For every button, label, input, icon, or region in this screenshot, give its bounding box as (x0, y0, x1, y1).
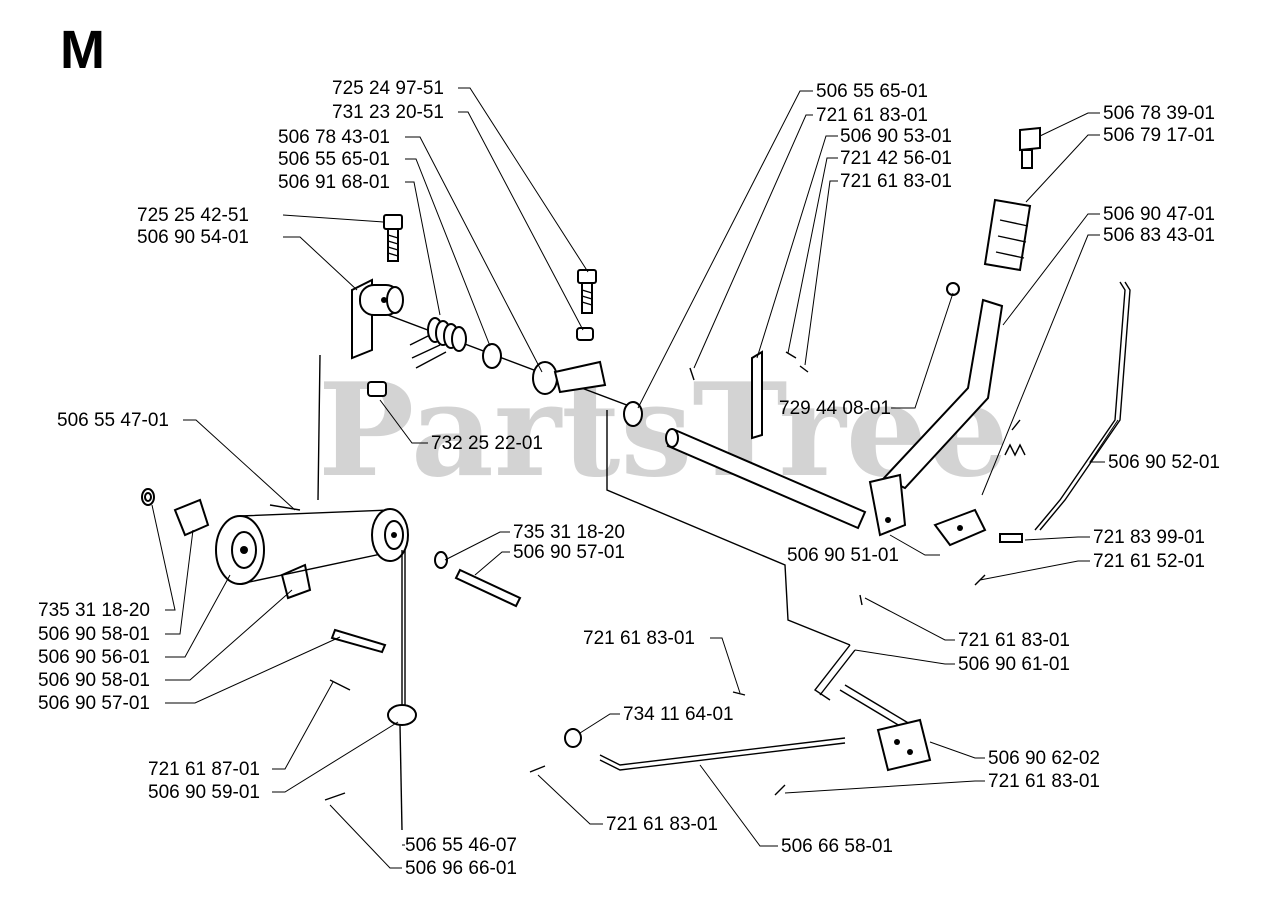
pulley-part (141, 488, 387, 654)
callout-c34: 734 11 64-01 (623, 704, 734, 725)
callout-c26: 735 31 18-20 (38, 600, 150, 621)
callout-c13: 506 78 39-01 (1103, 103, 1215, 124)
callout-c32: 721 61 83-01 (958, 630, 1070, 651)
bracket-part (351, 278, 404, 360)
bushing-part (623, 401, 643, 427)
callout-c19: 506 55 47-01 (57, 410, 169, 431)
callout-c27: 506 90 58-01 (38, 624, 150, 645)
callout-c42: 506 66 58-01 (781, 836, 893, 857)
parts-drawing (141, 126, 1131, 831)
section-letter: M (60, 20, 105, 80)
belt-part (239, 509, 401, 585)
callout-c15: 506 90 47-01 (1103, 204, 1215, 225)
plate-part (933, 508, 1023, 586)
knob-part (1019, 126, 1041, 169)
pulley-part (371, 508, 522, 608)
callout-c29: 506 90 58-01 (38, 670, 150, 691)
callout-c22: 506 90 57-01 (513, 542, 625, 563)
callout-c17: 729 44 08-01 (779, 398, 891, 419)
callout-c18: 732 25 22-01 (431, 433, 543, 454)
callout-c30: 506 90 57-01 (38, 693, 150, 714)
callout-c11: 721 42 56-01 (840, 148, 952, 169)
callout-c31: 721 61 83-01 (583, 628, 695, 649)
clip-part (324, 792, 346, 801)
callout-c5: 506 91 68-01 (278, 172, 390, 193)
bushing-part (482, 343, 502, 369)
shaft-part (665, 428, 867, 530)
chain-part (399, 724, 403, 831)
bushing-part (532, 361, 558, 395)
pin-part (689, 350, 809, 440)
callout-c16: 506 83 43-01 (1103, 225, 1215, 246)
callout-c7: 506 90 54-01 (137, 227, 249, 248)
callout-c36: 506 90 59-01 (148, 782, 260, 803)
callout-c14: 506 79 17-01 (1103, 125, 1215, 146)
chain-part (401, 550, 406, 710)
callout-c25: 721 61 52-01 (1093, 551, 1205, 572)
callout-c35: 721 61 87-01 (148, 759, 260, 780)
callout-c3: 506 78 43-01 (278, 127, 390, 148)
rod-part (1034, 281, 1131, 531)
screw-part (946, 282, 960, 296)
lever-clamp-part (553, 269, 607, 394)
callout-c33: 506 90 61-01 (958, 654, 1070, 675)
callout-c21: 735 31 18-20 (513, 522, 625, 543)
handle-lever-part (868, 298, 1004, 537)
callout-c12: 721 61 83-01 (840, 171, 952, 192)
linkage-line (317, 354, 851, 646)
callout-c10: 506 90 53-01 (840, 126, 952, 147)
grip-part (983, 198, 1032, 272)
clip-part (329, 679, 351, 691)
callout-c41: 506 96 66-01 (405, 858, 517, 879)
chain-part (269, 504, 301, 511)
leader-lines (151, 87, 1119, 869)
callout-c28: 506 90 56-01 (38, 647, 150, 668)
nut-part (367, 381, 387, 397)
spring-part (1004, 419, 1026, 457)
callout-c23: 506 90 51-01 (787, 545, 899, 566)
callout-labels: 725 24 97-51 731 23 20-51 506 78 43-01 5… (38, 78, 1220, 879)
callout-c24: 721 83 99-01 (1093, 527, 1205, 548)
crank-part (529, 594, 932, 796)
bolt-part (383, 214, 403, 262)
callout-c9: 721 61 83-01 (816, 105, 928, 126)
callout-c38: 721 61 83-01 (988, 771, 1100, 792)
callout-c4: 506 55 65-01 (278, 149, 390, 170)
callout-c1: 725 24 97-51 (332, 78, 444, 99)
callout-c6: 725 25 42-51 (137, 205, 249, 226)
callout-c20: 506 90 52-01 (1108, 452, 1220, 473)
spring-part (409, 317, 467, 369)
callout-c2: 731 23 20-51 (332, 102, 444, 123)
bushing-part (387, 704, 417, 726)
callout-c39: 721 61 83-01 (606, 814, 718, 835)
callout-c40: 506 55 46-07 (405, 835, 517, 856)
callout-c37: 506 90 62-02 (988, 748, 1100, 769)
callout-c8: 506 55 65-01 (816, 81, 928, 102)
